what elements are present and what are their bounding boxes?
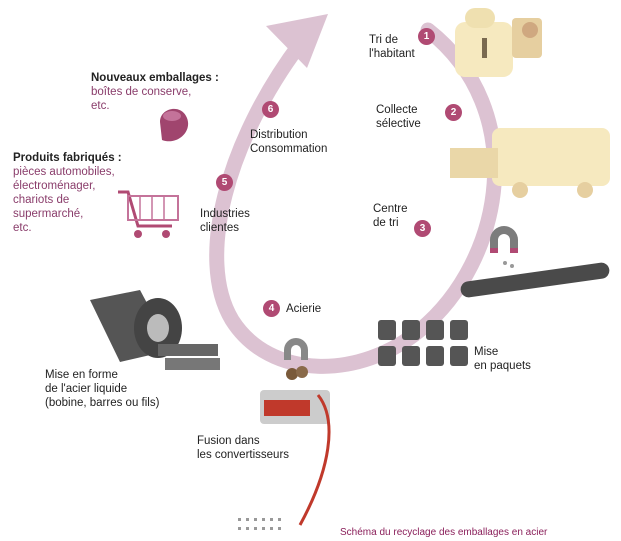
- fusion-line-1: Fusion dans: [197, 434, 289, 448]
- bales-line-1: Mise: [474, 345, 531, 359]
- stage-2-line-2: sélective: [376, 117, 421, 131]
- stage-6-line-1: Distribution: [250, 128, 327, 142]
- cycle-arrow: [217, 14, 495, 366]
- stage-1-line-1: Tri de: [369, 33, 415, 47]
- person-bin-icon: [455, 8, 542, 77]
- products-detail-3: chariots de: [13, 193, 122, 207]
- stage-6-line-2: Consommation: [250, 142, 327, 156]
- forming-line-1: Mise en forme: [45, 368, 159, 382]
- forming-line-3: (bobine, barres ou fils): [45, 396, 159, 410]
- stage-3-badge: 3: [414, 220, 431, 237]
- stage-1-line-2: l'habitant: [369, 47, 415, 61]
- stage-2-line-1: Collecte: [376, 103, 421, 117]
- packaging-detail-1: boîtes de conserve,: [91, 85, 219, 99]
- stage-1-badge: 1: [418, 28, 435, 45]
- stage-4-badge: 4: [263, 300, 280, 317]
- stage-5-badge: 5: [216, 174, 233, 191]
- steel-coil-icon: [90, 290, 220, 370]
- diagram-caption: Schéma du recyclage des emballages en ac…: [340, 527, 547, 538]
- products-title: Produits fabriqués :: [13, 151, 122, 165]
- stage-2-badge: 2: [445, 104, 462, 121]
- fusion-line-2: les convertisseurs: [197, 448, 289, 462]
- stage-6-label: Distribution Consommation: [250, 128, 327, 156]
- stage-5-line-1: Industries: [200, 207, 250, 221]
- can-icon: [160, 109, 188, 141]
- packaging-detail-2: etc.: [91, 99, 219, 113]
- products-detail-4: supermarché,: [13, 207, 122, 221]
- bales-line-2: en paquets: [474, 359, 531, 373]
- packaging-title: Nouveaux emballages :: [91, 71, 219, 85]
- stage-5-line-2: clientes: [200, 221, 250, 235]
- forming-line-2: de l'acier liquide: [45, 382, 159, 396]
- stage-4-line-1: Acierie: [286, 302, 321, 316]
- stage-2-label: Collecte sélective: [376, 103, 421, 131]
- stage-5-label: Industries clientes: [200, 207, 250, 235]
- products-detail-5: etc.: [13, 221, 122, 235]
- products-detail-2: électroménager,: [13, 179, 122, 193]
- packaging-label: Nouveaux emballages : boîtes de conserve…: [91, 71, 219, 113]
- stage-1-label: Tri de l'habitant: [369, 33, 415, 61]
- stage-3-line-2: de tri: [373, 216, 408, 230]
- stage-4-label: Acierie: [286, 302, 321, 316]
- truck-icon: [450, 128, 610, 198]
- forming-label: Mise en forme de l'acier liquide (bobine…: [45, 368, 159, 410]
- fusion-label: Fusion dans les convertisseurs: [197, 434, 289, 462]
- bales-label: Mise en paquets: [474, 345, 531, 373]
- products-detail-1: pièces automobiles,: [13, 165, 122, 179]
- shopping-cart-icon: [118, 192, 178, 238]
- products-label: Produits fabriqués : pièces automobiles,…: [13, 151, 122, 235]
- stage-3-line-1: Centre: [373, 202, 408, 216]
- stage-3-label: Centre de tri: [373, 202, 408, 230]
- stage-6-badge: 6: [262, 101, 279, 118]
